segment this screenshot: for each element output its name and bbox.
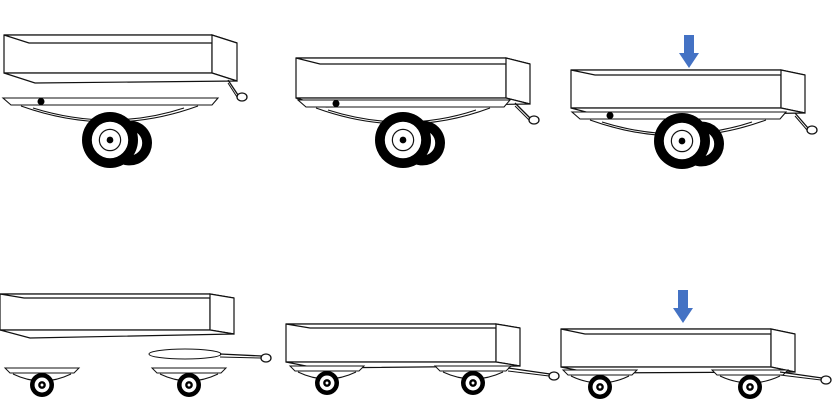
chassis-bed xyxy=(1,97,220,106)
wheel-hub-center xyxy=(325,381,329,385)
down-arrow-icon xyxy=(679,35,699,68)
wheel-hub-ring xyxy=(391,128,415,152)
drawbar-inner xyxy=(219,356,262,359)
wheel-hub xyxy=(106,136,114,144)
trailer-box-side xyxy=(505,57,531,105)
wheel-hub-center xyxy=(40,383,44,387)
panel-top-assembled xyxy=(295,57,540,168)
down-arrow-icon xyxy=(673,290,693,323)
trailer-box-top xyxy=(570,69,806,76)
trailer-box-side xyxy=(770,328,796,373)
trailer-box-front xyxy=(285,323,497,363)
chassis-bed xyxy=(296,99,512,108)
trailer-box-top xyxy=(295,57,531,65)
trailer-box-top xyxy=(285,323,521,329)
hitch-eye xyxy=(548,371,560,381)
panel-top-pressed xyxy=(570,35,818,169)
wheel-hub xyxy=(399,136,407,144)
wheel-hub-center xyxy=(598,385,602,389)
drawbar xyxy=(219,353,263,357)
trailer-box-side xyxy=(495,323,521,367)
wheel-hub xyxy=(678,137,686,145)
trailer-box-front xyxy=(570,69,782,109)
axle-bed xyxy=(3,367,81,374)
hitch-eye xyxy=(260,353,272,363)
tail-light xyxy=(606,112,614,119)
drawbar-inner xyxy=(514,105,530,121)
axle-bed xyxy=(561,369,639,376)
drawbar xyxy=(507,367,551,375)
wheel-hub-ring xyxy=(670,129,694,153)
drawbar-inner xyxy=(794,115,808,131)
trailer-box-top xyxy=(560,328,796,335)
axle-bed xyxy=(433,365,513,372)
hitch-eye xyxy=(806,125,818,135)
drawbar xyxy=(514,102,531,119)
tail-light xyxy=(332,100,340,107)
trailer-box-front xyxy=(0,293,211,331)
trailer-box-bottom xyxy=(0,329,235,339)
wheel-hub-center xyxy=(471,381,475,385)
tail-light xyxy=(37,98,45,105)
trailer-box-side xyxy=(780,69,806,114)
panel-bottom-pressed xyxy=(560,290,832,399)
axle-bed xyxy=(288,365,366,372)
wheel-hub-ring xyxy=(98,128,122,152)
turntable-plate xyxy=(148,348,222,360)
hitch-eye xyxy=(528,115,540,125)
trailer-box-top xyxy=(0,293,235,299)
wheel-hub-center xyxy=(748,385,752,389)
trailer-box-bottom xyxy=(3,72,238,84)
panel-top-separated xyxy=(1,34,248,168)
drawbar-inner xyxy=(779,374,822,381)
hitch-eye xyxy=(236,92,248,102)
drawbar-inner xyxy=(507,370,550,377)
drawbar xyxy=(779,371,823,379)
axle-bed xyxy=(150,367,228,374)
panel-bottom-separated xyxy=(0,293,272,397)
axle-bed xyxy=(710,369,790,376)
hitch-eye xyxy=(820,375,832,385)
wheel-hub-center xyxy=(187,383,191,387)
trailer-box-side xyxy=(209,293,235,335)
trailer-box-front xyxy=(295,57,507,99)
drawbar-inner xyxy=(227,82,238,98)
drawbar xyxy=(794,112,809,129)
trailer-box-front xyxy=(560,328,772,368)
drawbar xyxy=(227,79,239,96)
panel-bottom-assembled xyxy=(285,323,560,395)
trailer-box-top xyxy=(3,34,238,44)
